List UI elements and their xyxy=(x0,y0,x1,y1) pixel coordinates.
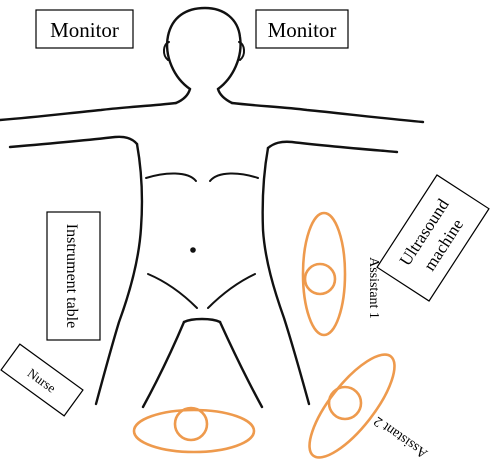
assistant-2-marker xyxy=(308,353,396,459)
instrument-table-box: Instrument table xyxy=(46,211,101,341)
assistant-1-label: Assistant 1 xyxy=(366,257,381,319)
ultrasound-machine-box: Ultrasound machine xyxy=(376,174,490,302)
patient-body-outline xyxy=(0,6,425,409)
instrument-table-label: Instrument table xyxy=(63,224,80,328)
assistant-2-label: Assistant 2 xyxy=(371,413,430,461)
surgeon-marker xyxy=(132,406,256,454)
navel-dot xyxy=(190,247,196,253)
monitor-right-label: Monitor xyxy=(268,18,337,42)
monitor-left-box: Monitor xyxy=(35,9,134,49)
assistant-1-marker xyxy=(301,211,347,337)
nurse-box: Nurse xyxy=(0,343,84,417)
monitor-right-box: Monitor xyxy=(255,9,349,49)
monitor-left-label: Monitor xyxy=(50,18,119,42)
